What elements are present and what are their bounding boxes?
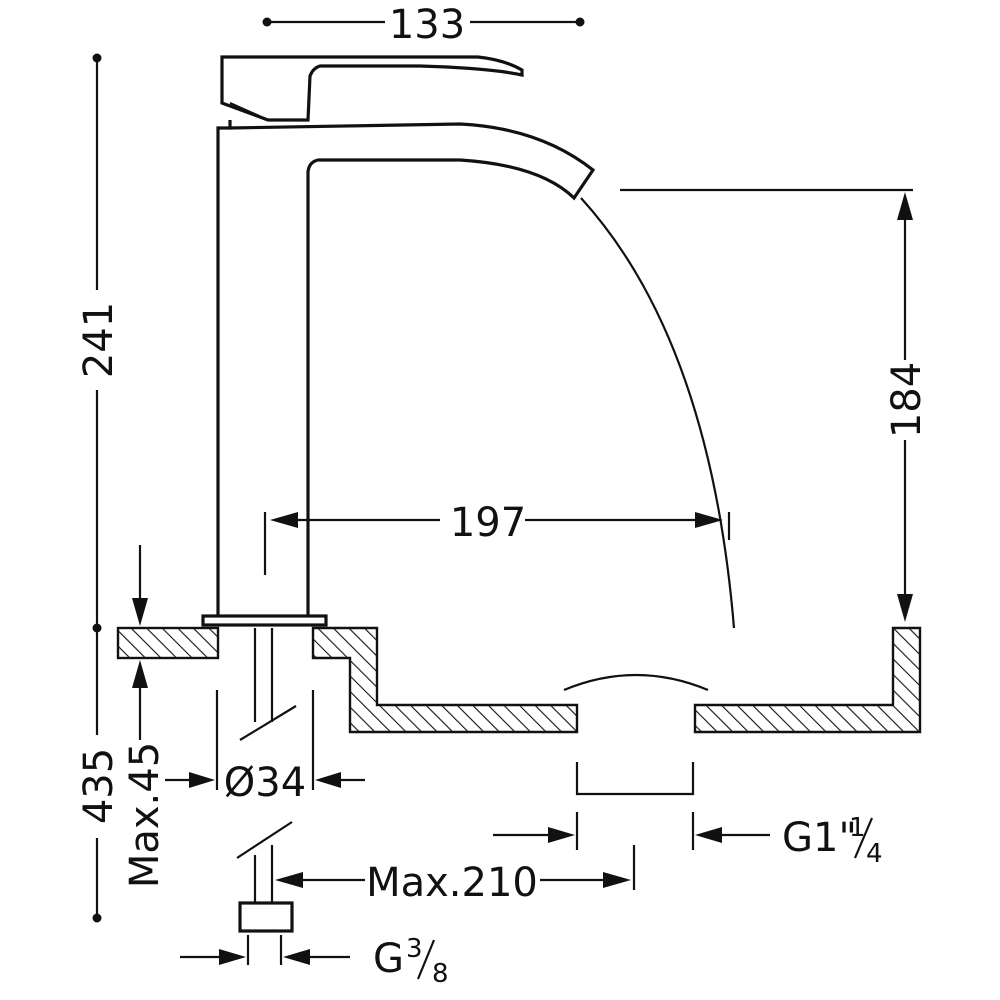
faucet-column: [216, 120, 232, 616]
dim-184-label: 184: [884, 362, 930, 438]
basin-right-wall: [693, 626, 922, 734]
dim-spout-reach-197: 197: [263, 500, 731, 575]
drain-plug: [563, 673, 709, 692]
dim-hose-den-label: 8: [432, 959, 449, 989]
dim-total-435: 435: [76, 628, 122, 923]
dim-210-label: Max.210: [366, 860, 538, 906]
deck-left: [116, 626, 220, 660]
hose-connector-nut: [238, 901, 294, 933]
dim-spout-height-184: 184: [620, 188, 930, 622]
basin-left-wall: [311, 626, 579, 734]
dim-max-45: Max.45: [122, 545, 168, 888]
dim-hose-base-label: G: [373, 936, 404, 982]
dim-197-label: 197: [450, 500, 526, 546]
dim-waste-base-label: G1": [782, 815, 857, 861]
faucet-spout: [229, 122, 596, 616]
water-stream: [580, 197, 736, 629]
faucet-base-plate: [201, 614, 328, 627]
dim-hose-thread: G 3 8: [180, 934, 449, 989]
basin-section: [116, 626, 922, 796]
dim-34-label: Ø34: [224, 760, 306, 806]
faucet-body: [201, 55, 596, 627]
shank-and-hose: [236, 628, 297, 933]
dim-435-label: 435: [76, 748, 122, 824]
dim-width-133: 133: [262, 2, 585, 48]
drain-pipe: [575, 762, 695, 796]
dim-hole-34: Ø34: [165, 690, 365, 806]
faucet-handle: [220, 55, 524, 122]
dim-waste-num-label: 1: [849, 813, 866, 843]
dim-241-label: 241: [76, 302, 122, 378]
dim-waste-den-label: 4: [866, 839, 883, 869]
dim-max45-label: Max.45: [122, 742, 168, 888]
dim-hose-num-label: 3: [406, 934, 423, 964]
dim-133-label: 133: [389, 2, 465, 48]
dim-height-241: 241: [76, 53, 122, 633]
dim-hose-210: Max.210: [275, 845, 636, 906]
dim-waste-thread: G1" 1 4: [493, 812, 883, 869]
